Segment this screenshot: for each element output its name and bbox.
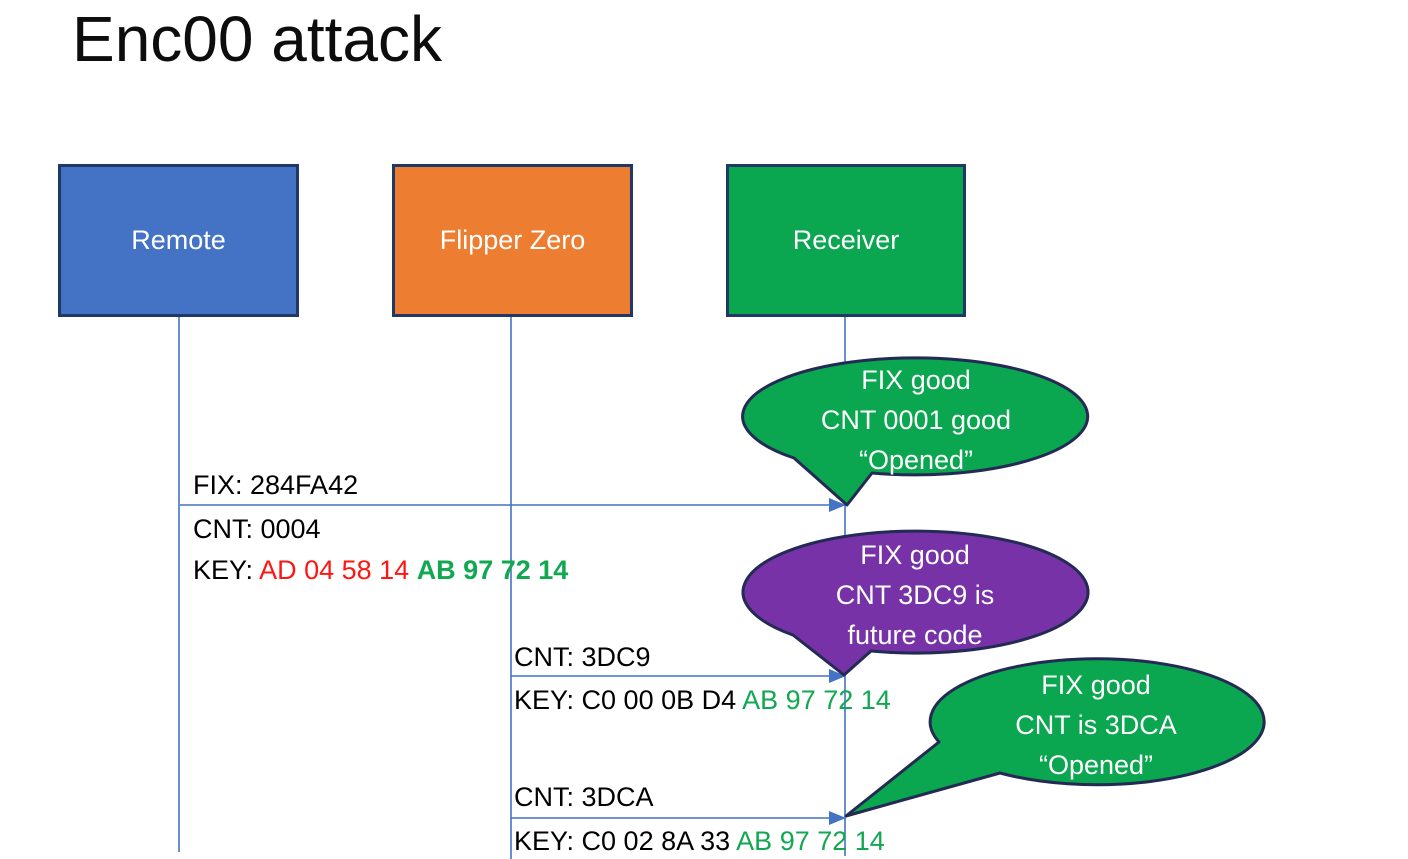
bubble-line: “Opened” bbox=[1038, 750, 1154, 780]
speech-bubble-3 bbox=[844, 657, 1266, 818]
message1-fix-label: FIX: 284FA42 bbox=[193, 470, 359, 500]
actor-label: Flipper Zero bbox=[439, 225, 586, 255]
bubble2-text: FIX good CNT 3DC9 is future code bbox=[743, 535, 1087, 655]
key-prefix: KEY: bbox=[193, 555, 260, 585]
bubble-line: FIX good bbox=[861, 365, 971, 395]
key-fixed-bytes: AB 97 72 14 bbox=[736, 826, 885, 856]
key-prefix: KEY: C0 00 0B D4 bbox=[514, 685, 743, 715]
bubble3-text: FIX good CNT is 3DCA “Opened” bbox=[924, 665, 1268, 785]
arrowhead-icon bbox=[829, 498, 846, 512]
speech-bubble-2 bbox=[741, 529, 1090, 677]
actor-label: Remote bbox=[131, 225, 226, 255]
arrowhead-icon bbox=[829, 811, 846, 825]
actor-box-remote: Remote bbox=[58, 164, 299, 317]
speech-bubble-1 bbox=[741, 356, 1090, 507]
bubble-line: future code bbox=[847, 620, 983, 650]
bubble-line: FIX good bbox=[1041, 670, 1151, 700]
bubble-line: CNT 0001 good bbox=[820, 405, 1012, 435]
bubble-line: CNT 3DC9 is bbox=[835, 580, 995, 610]
message3-cnt-label: CNT: 3DCA bbox=[514, 782, 654, 812]
bubble-line: CNT is 3DCA bbox=[1015, 710, 1177, 740]
key-fixed-bytes: AB 97 72 14 bbox=[416, 555, 569, 585]
actor-label: Receiver bbox=[792, 225, 900, 255]
message2-key-label: KEY: C0 00 0B D4 AB 97 72 14 bbox=[514, 685, 891, 716]
actor-box-flipper-zero: Flipper Zero bbox=[392, 164, 633, 317]
key-prefix: KEY: C0 02 8A 33 bbox=[514, 826, 737, 856]
key-fixed-bytes: AB 97 72 14 bbox=[742, 685, 891, 715]
message1-cnt-label: CNT: 0004 bbox=[193, 514, 321, 544]
message3-key-label: KEY: C0 02 8A 33 AB 97 72 14 bbox=[514, 826, 885, 857]
message1-key-label: KEY: AD 04 58 14 AB 97 72 14 bbox=[193, 555, 568, 586]
bubble-line: FIX good bbox=[860, 540, 970, 570]
page-title: Enc00 attack bbox=[72, 3, 442, 75]
key-counter-bytes: AD 04 58 14 bbox=[259, 555, 417, 585]
arrowhead-icon bbox=[829, 669, 846, 683]
bubble-line: “Opened” bbox=[858, 445, 974, 475]
bubble1-text: FIX good CNT 0001 good “Opened” bbox=[744, 360, 1088, 480]
actor-box-receiver: Receiver bbox=[726, 164, 966, 317]
message2-cnt-label: CNT: 3DC9 bbox=[514, 642, 651, 672]
